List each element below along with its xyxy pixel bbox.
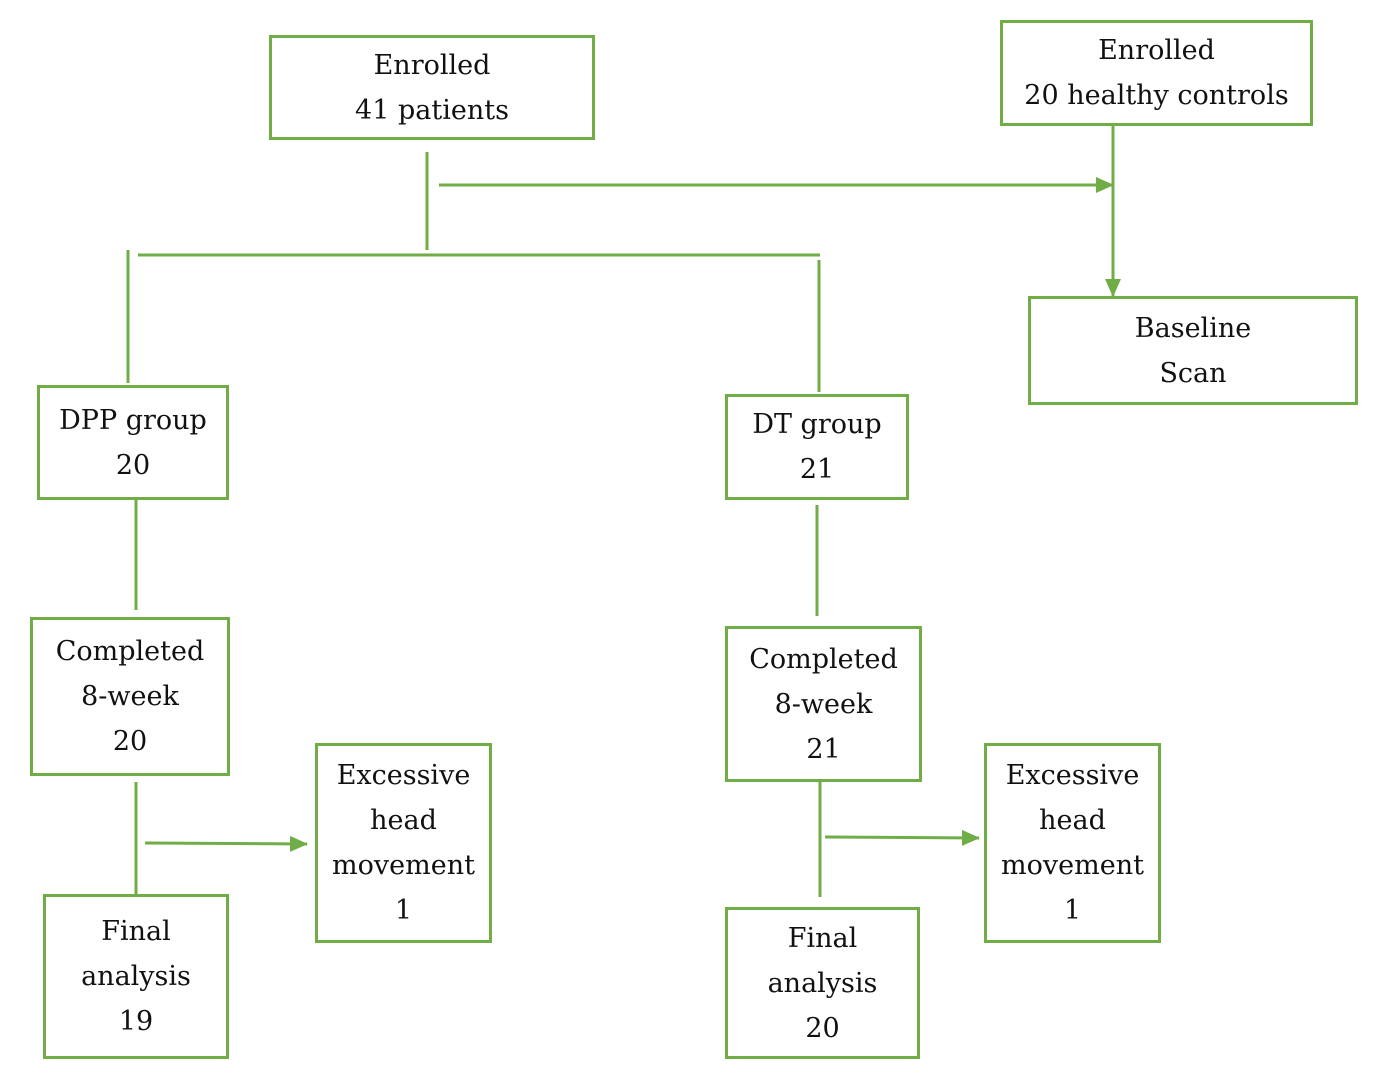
dpp-final-box: Final analysis 19 — [43, 894, 229, 1059]
dpp-excluded-count: 1 — [394, 895, 413, 926]
dt-group-count: 21 — [799, 454, 835, 485]
enrolled-controls-box: Enrolled 20 healthy controls — [1000, 20, 1313, 126]
dt-final-line1: Final — [787, 922, 858, 954]
dt-group-box: DT group 21 — [725, 394, 909, 500]
dt-excluded-box: Excessive head movement 1 — [984, 743, 1161, 943]
baseline-scan-line2: Scan — [1159, 357, 1227, 389]
dpp-excluded-line2: head — [370, 805, 437, 836]
dpp-excluded-line3: movement — [332, 850, 475, 881]
baseline-scan-line1: Baseline — [1134, 312, 1252, 344]
dpp-group-count: 20 — [115, 449, 151, 481]
arrow-dpp-exclusion — [144, 835, 308, 852]
dt-final-count: 20 — [805, 1012, 840, 1044]
dt-excluded-line2: head — [1039, 805, 1106, 836]
enrolled-patients-title: Enrolled — [373, 49, 491, 81]
dt-completed-line1: Completed — [749, 643, 898, 675]
enrolled-controls-count: 20 healthy controls — [1024, 80, 1289, 111]
dpp-completed-line2: 8-week — [81, 681, 179, 712]
dt-excluded-count: 1 — [1063, 895, 1082, 926]
dt-completed-count: 21 — [806, 733, 841, 765]
dt-excluded-line3: movement — [1001, 850, 1144, 881]
dpp-excluded-line1: Excessive — [336, 760, 471, 791]
enrolled-controls-title: Enrolled — [1098, 35, 1215, 66]
dpp-final-line2: analysis — [81, 961, 191, 992]
dt-completed-line2: 8-week — [774, 688, 873, 720]
dpp-excluded-box: Excessive head movement 1 — [315, 743, 492, 943]
dpp-group-box: DPP group 20 — [37, 385, 229, 500]
enrolled-patients-box: Enrolled 41 patients — [269, 35, 595, 140]
dpp-completed-line1: Completed — [55, 636, 205, 667]
dpp-final-line1: Final — [101, 916, 171, 947]
dpp-completed-count: 20 — [112, 726, 148, 757]
baseline-scan-box: Baseline Scan — [1028, 296, 1358, 405]
dpp-completed-box: Completed 8-week 20 — [30, 617, 230, 776]
dt-final-box: Final analysis 20 — [725, 907, 920, 1059]
dpp-final-count: 19 — [118, 1006, 154, 1037]
dpp-group-title: DPP group — [59, 404, 207, 436]
dt-group-title: DT group — [752, 409, 882, 440]
dt-final-line2: analysis — [767, 967, 878, 999]
enrolled-patients-count: 41 patients — [355, 94, 509, 126]
dt-completed-box: Completed 8-week 21 — [725, 626, 922, 782]
dt-excluded-line1: Excessive — [1005, 760, 1140, 791]
arrow-dt-exclusion — [824, 829, 980, 846]
